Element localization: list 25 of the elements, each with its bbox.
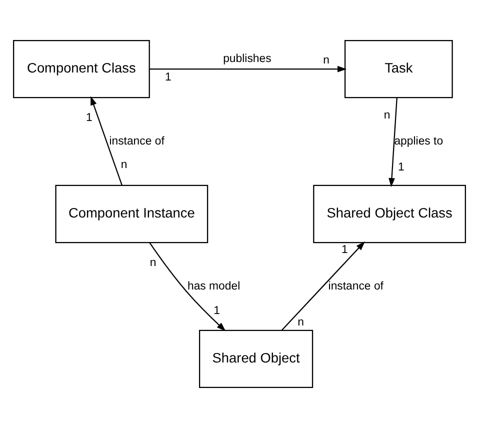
label: 1 <box>341 244 348 256</box>
arrow <box>90 96 122 186</box>
node-box: Shared Object Class <box>312 184 466 243</box>
label: 1 <box>164 71 171 84</box>
edge-label: publishes <box>222 52 271 65</box>
edge-label: applies to <box>394 134 443 147</box>
label: n <box>297 316 304 328</box>
arrow <box>149 65 346 72</box>
arrow <box>280 240 364 330</box>
label: 1 <box>213 304 220 316</box>
node-box: Component Instance <box>54 184 208 243</box>
label: 1 <box>397 160 404 173</box>
arrow <box>388 97 397 187</box>
node-box: Shared Object <box>198 329 313 388</box>
label: 1 <box>85 112 92 124</box>
label: n <box>149 256 156 268</box>
arrow <box>148 242 226 331</box>
label: n <box>322 54 329 66</box>
label: n <box>383 109 390 122</box>
edge-label: has model <box>187 280 240 292</box>
edge-label: instance of <box>108 134 164 147</box>
node-box: Task <box>344 40 452 98</box>
edge-label: instance of <box>328 280 383 292</box>
node-box: Component Class <box>12 40 150 98</box>
label: n <box>120 158 127 170</box>
